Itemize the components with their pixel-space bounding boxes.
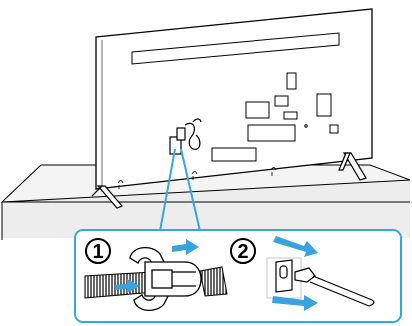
step-1-illustration: 1	[84, 238, 228, 311]
step-1-badge	[85, 238, 111, 264]
terminal-panel	[211, 72, 339, 162]
step-2-number: 2	[237, 241, 248, 263]
screw-marks	[117, 167, 277, 189]
cable-clip	[129, 247, 202, 311]
step-1-arrows	[115, 239, 199, 293]
pull-right-arrow-icon	[172, 239, 199, 255]
step-2-illustration: 2	[230, 236, 375, 311]
vent-slot	[131, 32, 340, 65]
callout-pointer	[159, 148, 201, 232]
removed-clip	[294, 267, 375, 307]
step-1-number: 1	[92, 241, 103, 263]
push-right-arrow-icon	[115, 279, 140, 293]
tv-rear-view	[95, 8, 373, 190]
upper-pull-arrow-icon	[273, 236, 318, 257]
tv-stand-feet	[91, 152, 367, 209]
lower-pull-arrow-icon	[272, 295, 318, 311]
cable-holder-clip	[169, 118, 202, 155]
step-2-badge	[230, 238, 256, 264]
step-2-arrows	[272, 236, 318, 311]
